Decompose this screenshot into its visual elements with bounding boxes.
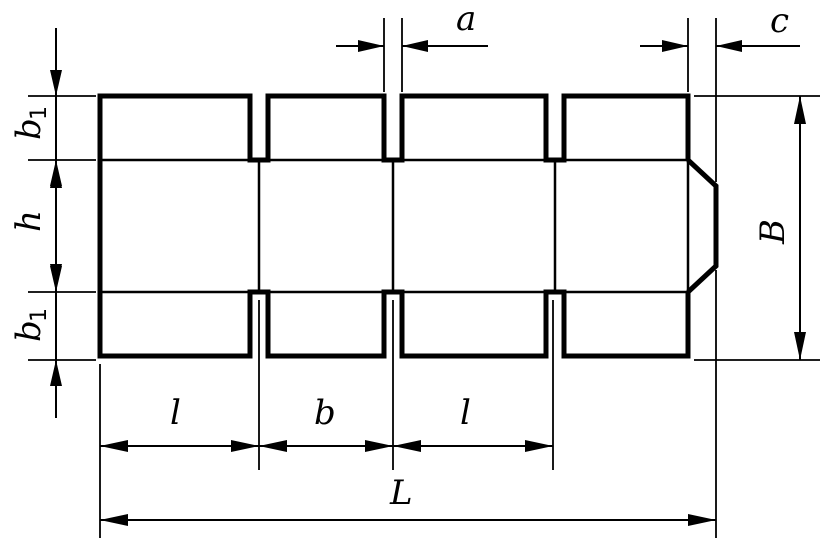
arrow-l1-right xyxy=(231,440,259,452)
arrow-l1-left xyxy=(100,440,128,452)
label-B-group: B xyxy=(753,219,793,245)
arrow-a-left xyxy=(358,40,384,52)
label-h-group: h xyxy=(9,210,49,232)
arrow-c-right xyxy=(716,40,742,52)
arrow-b1top-a xyxy=(50,70,62,96)
bottom-flaps xyxy=(97,289,691,359)
label-h: h xyxy=(9,210,49,232)
arrow-B-top xyxy=(794,96,806,124)
arrow-c-left xyxy=(662,40,688,52)
arrow-L-left xyxy=(100,514,128,526)
fold-lines xyxy=(100,158,690,294)
label-b1-top-group: b 1 xyxy=(9,106,52,140)
side-glue-tab xyxy=(686,158,719,294)
arrow-L-right xyxy=(688,514,716,526)
label-b1-bottom: b xyxy=(9,320,49,342)
extension-lines xyxy=(28,18,820,538)
arrow-b-left xyxy=(259,440,287,452)
blank-outline xyxy=(97,93,719,359)
arrow-h-a xyxy=(50,162,62,188)
label-b1-bottom-sub: 1 xyxy=(27,308,52,322)
top-flap-1 xyxy=(97,93,691,163)
label-l-left: l xyxy=(170,393,181,433)
label-L: L xyxy=(389,473,413,513)
arrow-b1bot-a xyxy=(50,266,62,292)
label-b1-top-sub: 1 xyxy=(27,106,52,120)
label-b1-bottom-group: b 1 xyxy=(9,308,52,342)
label-b1-top: b xyxy=(9,118,49,140)
label-b: b xyxy=(314,393,336,433)
arrow-a-right xyxy=(402,40,428,52)
arrow-B-bottom xyxy=(794,332,806,360)
label-B: B xyxy=(753,219,793,245)
arrow-b1bot-b xyxy=(50,360,62,386)
arrow-b-right xyxy=(365,440,393,452)
dimension-lines xyxy=(50,28,806,526)
label-c: c xyxy=(770,1,789,41)
arrow-l2-left xyxy=(393,440,421,452)
label-l-right: l xyxy=(460,393,471,433)
arrow-l2-right xyxy=(525,440,553,452)
label-a: a xyxy=(456,0,476,39)
dimension-labels: a c b 1 h b 1 B l b l L xyxy=(9,0,793,513)
